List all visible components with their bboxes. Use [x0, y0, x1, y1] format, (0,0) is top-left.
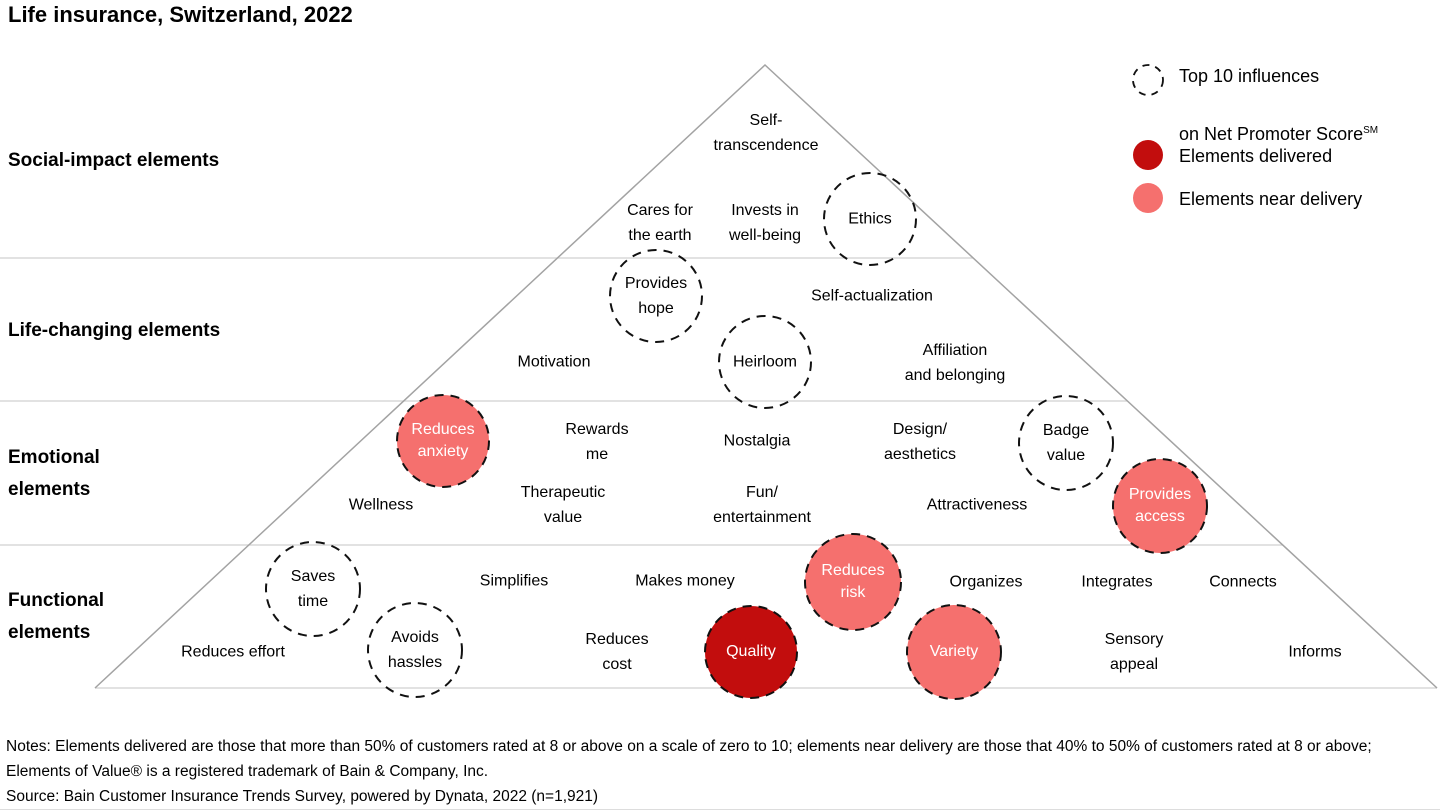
legend-top10-label: Top 10 influences on Net Promoter ScoreS…: [1179, 63, 1378, 148]
legend-delivered-circle: [1133, 140, 1163, 170]
element-reduces-effort: Reduces effort: [181, 643, 285, 661]
element-attractiveness: Attractiveness: [926, 496, 1028, 514]
pyramid-sides: [94, 63, 1438, 689]
element-makes-money: Makes money: [635, 572, 735, 590]
reduces-risk-dash-ring: [804, 533, 902, 631]
provides-hope-top10-circle: [609, 249, 703, 343]
legend-top10-circle: [1132, 64, 1164, 96]
ethics-top10-circle: [823, 172, 917, 266]
element-wellness: Wellness: [348, 496, 414, 514]
reduces-risk-near-circle: [805, 534, 901, 630]
element-avoids-hassles: Avoids hassles: [387, 629, 443, 671]
element-saves-time: Saves time: [290, 568, 336, 610]
element-quality: Quality: [726, 643, 776, 660]
element-cares-for-the-earth: Cares for the earth: [627, 202, 693, 244]
element-organizes: Organizes: [949, 573, 1023, 591]
avoids-hassles-top10-circle: [367, 602, 463, 698]
heirloom-top10-circle: [718, 315, 812, 409]
source-text: Source: Bain Customer Insurance Trends S…: [6, 788, 599, 805]
reduces-anxiety-near-circle: [397, 395, 489, 487]
saves-time-top10-circle: [265, 541, 361, 637]
element-affiliation-and-belonging: Affiliation and belonging: [904, 342, 1006, 384]
element-reduces-cost: Reduces cost: [585, 631, 649, 673]
tier-label-social-impact: Social-impact elements: [8, 150, 220, 171]
element-design-aesthetics: Design/ aesthetics: [883, 421, 957, 463]
element-ethics: Ethics: [848, 210, 892, 228]
element-self-actualization: Self-actualization: [811, 287, 933, 305]
reduces-anxiety-dash-ring: [396, 394, 490, 488]
provides-access-near-circle: [1113, 459, 1207, 553]
element-reduces-risk: Reduces risk: [821, 562, 885, 601]
variety-dash-ring: [906, 604, 1002, 700]
tier-label-functional: Functional elements: [8, 590, 105, 643]
badge-value-top10-circle: [1018, 395, 1114, 491]
legend-top10-line2: on Net Promoter Score: [1179, 124, 1364, 144]
element-simplifies: Simplifies: [479, 572, 549, 590]
legend-top10-line1: Top 10 influences: [1179, 66, 1320, 86]
element-self-transcendence: Self- transcendence: [713, 112, 819, 154]
page-title: Life insurance, Switzerland, 2022: [8, 2, 353, 27]
tier-label-emotional: Emotional elements: [8, 447, 100, 500]
element-informs: Informs: [1288, 643, 1342, 661]
notes-text: Notes: Elements delivered are those that…: [6, 738, 1372, 780]
legend-top10-sm-mark: SM: [1363, 125, 1379, 136]
element-provides-access: Provides access: [1128, 486, 1192, 525]
legend-near-label: Elements near delivery: [1179, 189, 1363, 209]
element-provides-hope: Provides hope: [624, 275, 688, 317]
legend-near-circle: [1133, 183, 1163, 213]
element-heirloom: Heirloom: [732, 353, 798, 371]
element-reduces-anxiety: Reduces anxiety: [411, 421, 475, 460]
quality-dash-ring: [704, 605, 798, 699]
element-motivation: Motivation: [517, 353, 591, 371]
tier-label-life-changing: Life-changing elements: [8, 320, 221, 341]
variety-near-circle: [907, 605, 1001, 699]
footnotes: Notes: Elements delivered are those that…: [6, 734, 1436, 809]
provides-access-dash-ring: [1112, 458, 1208, 554]
element-fun-entertainment: Fun/ entertainment: [713, 484, 811, 526]
element-variety: Variety: [929, 643, 979, 660]
element-nostalgia: Nostalgia: [723, 432, 791, 450]
element-connects: Connects: [1209, 573, 1277, 591]
element-sensory-appeal: Sensory appeal: [1104, 631, 1164, 673]
legend-delivered-label: Elements delivered: [1179, 146, 1333, 166]
element-rewards-me: Rewards me: [565, 421, 629, 463]
element-badge-value: Badge value: [1042, 422, 1090, 464]
element-invests-in-well-being: Invests in well-being: [728, 202, 802, 244]
element-therapeutic-value: Therapeutic value: [520, 484, 606, 526]
quality-delivered-circle: [705, 606, 797, 698]
element-integrates: Integrates: [1081, 573, 1153, 591]
